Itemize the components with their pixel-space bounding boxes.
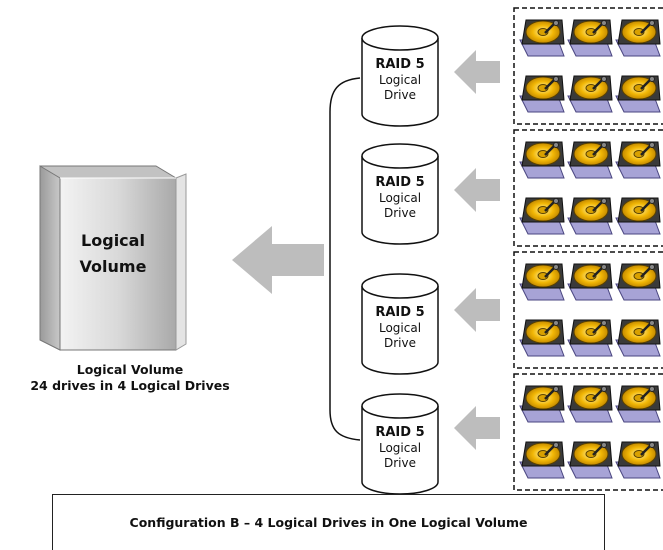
drive-label-line: Drive bbox=[384, 336, 416, 350]
drive-label-line: Logical bbox=[378, 191, 422, 205]
raid-level: RAID 5 bbox=[375, 305, 425, 320]
hard-disk-icon bbox=[614, 440, 662, 480]
hard-disk-icon bbox=[614, 262, 662, 302]
logical-drive-2-label: RAID 5 Logical Drive bbox=[362, 174, 438, 221]
caption-box: Configuration B – 4 Logical Drives in On… bbox=[52, 494, 605, 550]
drive-group-3 bbox=[513, 251, 663, 369]
hard-disk-icon bbox=[614, 196, 662, 236]
raid-level: RAID 5 bbox=[375, 175, 425, 190]
arrow-icon bbox=[232, 226, 324, 294]
hard-disk-icon bbox=[566, 196, 614, 236]
hard-disk-icon bbox=[518, 18, 566, 58]
logical-drive-4-label: RAID 5 Logical Drive bbox=[362, 424, 438, 471]
book-icon bbox=[39, 165, 187, 351]
hard-disk-icon bbox=[566, 262, 614, 302]
volume-caption: Logical Volume 24 drives in 4 Logical Dr… bbox=[0, 362, 260, 394]
drive-label-line: Drive bbox=[384, 88, 416, 102]
hard-disk-icon bbox=[614, 74, 662, 114]
hard-disk-icon bbox=[518, 196, 566, 236]
drive-label-line: Drive bbox=[384, 206, 416, 220]
drive-label-line: Logical bbox=[378, 321, 422, 335]
drive-label-line: Logical bbox=[378, 441, 422, 455]
arrow-icon bbox=[454, 50, 500, 94]
hard-disk-icon bbox=[566, 384, 614, 424]
hard-disk-icon bbox=[518, 384, 566, 424]
hard-disk-icon bbox=[518, 440, 566, 480]
hard-disk-icon bbox=[614, 384, 662, 424]
hard-disk-icon bbox=[566, 74, 614, 114]
drive-label-line: Logical bbox=[378, 73, 422, 87]
arrow-icon bbox=[454, 168, 500, 212]
hard-disk-icon bbox=[566, 440, 614, 480]
hard-disk-icon bbox=[566, 318, 614, 358]
logical-drive-1-label: RAID 5 Logical Drive bbox=[362, 56, 438, 103]
drive-group-2 bbox=[513, 129, 663, 247]
book-title-line: Volume bbox=[79, 257, 147, 276]
hard-disk-icon bbox=[614, 140, 662, 180]
hard-disk-icon bbox=[518, 140, 566, 180]
arrow-icon bbox=[454, 406, 500, 450]
configuration-caption: Configuration B – 4 Logical Drives in On… bbox=[129, 515, 528, 530]
drive-group-4 bbox=[513, 373, 663, 491]
hard-disk-icon bbox=[614, 18, 662, 58]
book-title: Logical Volume bbox=[58, 228, 168, 280]
hard-disk-icon bbox=[566, 140, 614, 180]
hard-disk-icon bbox=[518, 318, 566, 358]
drive-group-1 bbox=[513, 7, 663, 125]
raid-level: RAID 5 bbox=[375, 57, 425, 72]
hard-disk-icon bbox=[566, 18, 614, 58]
book-title-line: Logical bbox=[81, 231, 145, 250]
hard-disk-icon bbox=[518, 262, 566, 302]
bracket bbox=[329, 77, 361, 441]
volume-caption-line: 24 drives in 4 Logical Drives bbox=[30, 378, 230, 393]
volume-caption-line: Logical Volume bbox=[76, 362, 184, 377]
hard-disk-icon bbox=[614, 318, 662, 358]
logical-drive-3-label: RAID 5 Logical Drive bbox=[362, 304, 438, 351]
drive-label-line: Drive bbox=[384, 456, 416, 470]
hard-disk-icon bbox=[518, 74, 566, 114]
raid-level: RAID 5 bbox=[375, 425, 425, 440]
arrow-icon bbox=[454, 288, 500, 332]
